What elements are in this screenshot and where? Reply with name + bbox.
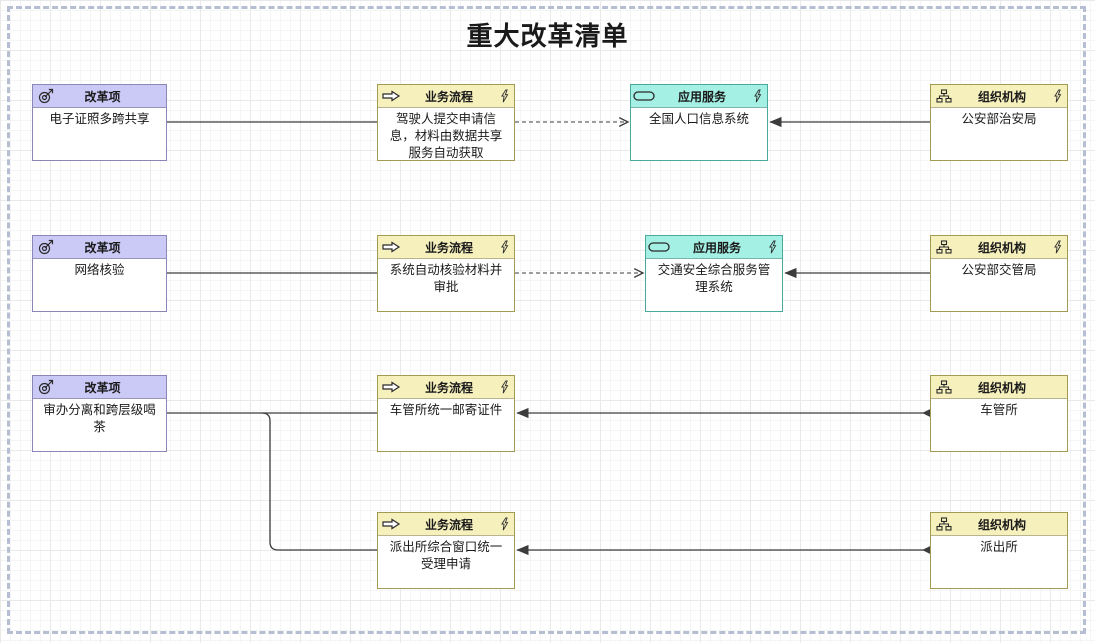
org-chart-icon: [931, 240, 957, 254]
target-icon: [33, 239, 59, 255]
lightning-icon: [494, 380, 514, 394]
node-text: 派出所: [980, 540, 1018, 554]
node-type-label: 业务流程: [424, 517, 473, 532]
reform-item-node[interactable]: 改革项 审办分离和跨层级喝茶: [32, 375, 167, 452]
node-text: 车管所: [980, 403, 1018, 417]
target-icon: [33, 379, 59, 395]
node-header: 组织机构: [931, 513, 1067, 536]
node-type-label: 改革项: [84, 240, 121, 255]
node-type-label: 组织机构: [977, 240, 1026, 255]
business-process-node[interactable]: 业务流程 系统自动核验材料并审批: [377, 235, 515, 312]
node-header: 业务流程: [378, 513, 514, 536]
service-pill-icon: [631, 91, 657, 101]
node-header: 组织机构: [931, 376, 1067, 399]
node-type-label: 应用服务: [692, 240, 741, 255]
node-type-label: 业务流程: [424, 240, 473, 255]
node-text: 公安部治安局: [961, 112, 1037, 126]
node-header: 改革项: [33, 236, 166, 259]
node-type-label: 组织机构: [977, 89, 1026, 104]
node-text: 网络核验: [74, 263, 125, 277]
node-type-label: 应用服务: [677, 89, 726, 104]
node-type-label: 改革项: [84, 89, 121, 104]
org-chart-icon: [931, 517, 957, 531]
node-type-label: 业务流程: [424, 380, 473, 395]
organization-node[interactable]: 组织机构 公安部治安局: [930, 84, 1068, 161]
node-text: 公安部交管局: [961, 263, 1037, 277]
organization-node[interactable]: 组织机构 车管所: [930, 375, 1068, 452]
node-type-label: 组织机构: [977, 380, 1026, 395]
node-header: 业务流程: [378, 85, 514, 108]
node-header: 组织机构: [931, 236, 1067, 259]
diagram-title: 重大改革清单: [466, 21, 629, 51]
node-header: 业务流程: [378, 376, 514, 399]
node-text: 交通安全综合服务管理系统: [657, 263, 771, 294]
lightning-icon: [494, 240, 514, 254]
lightning-icon: [747, 89, 767, 103]
business-process-node[interactable]: 业务流程 派出所综合窗口统一受理申请: [377, 512, 515, 589]
business-process-node[interactable]: 业务流程 驾驶人提交申请信息，材料由数据共享服务自动获取: [377, 84, 515, 161]
reform-item-node[interactable]: 改革项 电子证照多跨共享: [32, 84, 167, 161]
node-text: 驾驶人提交申请信息，材料由数据共享服务自动获取: [389, 112, 503, 160]
org-chart-icon: [931, 89, 957, 103]
edge-reform3-process4: [261, 412, 377, 551]
process-arrow-icon: [378, 381, 404, 393]
application-service-node[interactable]: 应用服务 交通安全综合服务管理系统: [645, 235, 783, 312]
page-boundary: [7, 6, 1086, 634]
node-text: 派出所综合窗口统一受理申请: [389, 540, 503, 571]
lightning-icon: [494, 89, 514, 103]
lightning-icon: [1047, 89, 1067, 103]
node-header: 应用服务: [631, 85, 767, 108]
node-header: 应用服务: [646, 236, 782, 259]
application-service-node[interactable]: 应用服务 全国人口信息系统: [630, 84, 768, 161]
target-icon: [33, 88, 59, 104]
node-header: 改革项: [33, 376, 166, 399]
node-type-label: 组织机构: [977, 517, 1026, 532]
node-header: 改革项: [33, 85, 166, 108]
node-text: 电子证照多跨共享: [49, 112, 150, 126]
node-text: 系统自动核验材料并审批: [389, 263, 503, 294]
organization-node[interactable]: 组织机构 派出所: [930, 512, 1068, 589]
node-header: 业务流程: [378, 236, 514, 259]
org-chart-icon: [931, 380, 957, 394]
business-process-node[interactable]: 业务流程 车管所统一邮寄证件: [377, 375, 515, 452]
service-pill-icon: [646, 242, 672, 252]
lightning-icon: [1047, 240, 1067, 254]
node-text: 车管所统一邮寄证件: [389, 403, 503, 417]
node-type-label: 改革项: [84, 380, 121, 395]
node-text: 全国人口信息系统: [648, 112, 749, 126]
process-arrow-icon: [378, 518, 404, 530]
lightning-icon: [762, 240, 782, 254]
lightning-icon: [494, 517, 514, 531]
node-header: 组织机构: [931, 85, 1067, 108]
node-type-label: 业务流程: [424, 89, 473, 104]
organization-node[interactable]: 组织机构 公安部交管局: [930, 235, 1068, 312]
process-arrow-icon: [378, 241, 404, 253]
process-arrow-icon: [378, 90, 404, 102]
reform-item-node[interactable]: 改革项 网络核验: [32, 235, 167, 312]
node-text: 审办分离和跨层级喝茶: [43, 403, 156, 434]
